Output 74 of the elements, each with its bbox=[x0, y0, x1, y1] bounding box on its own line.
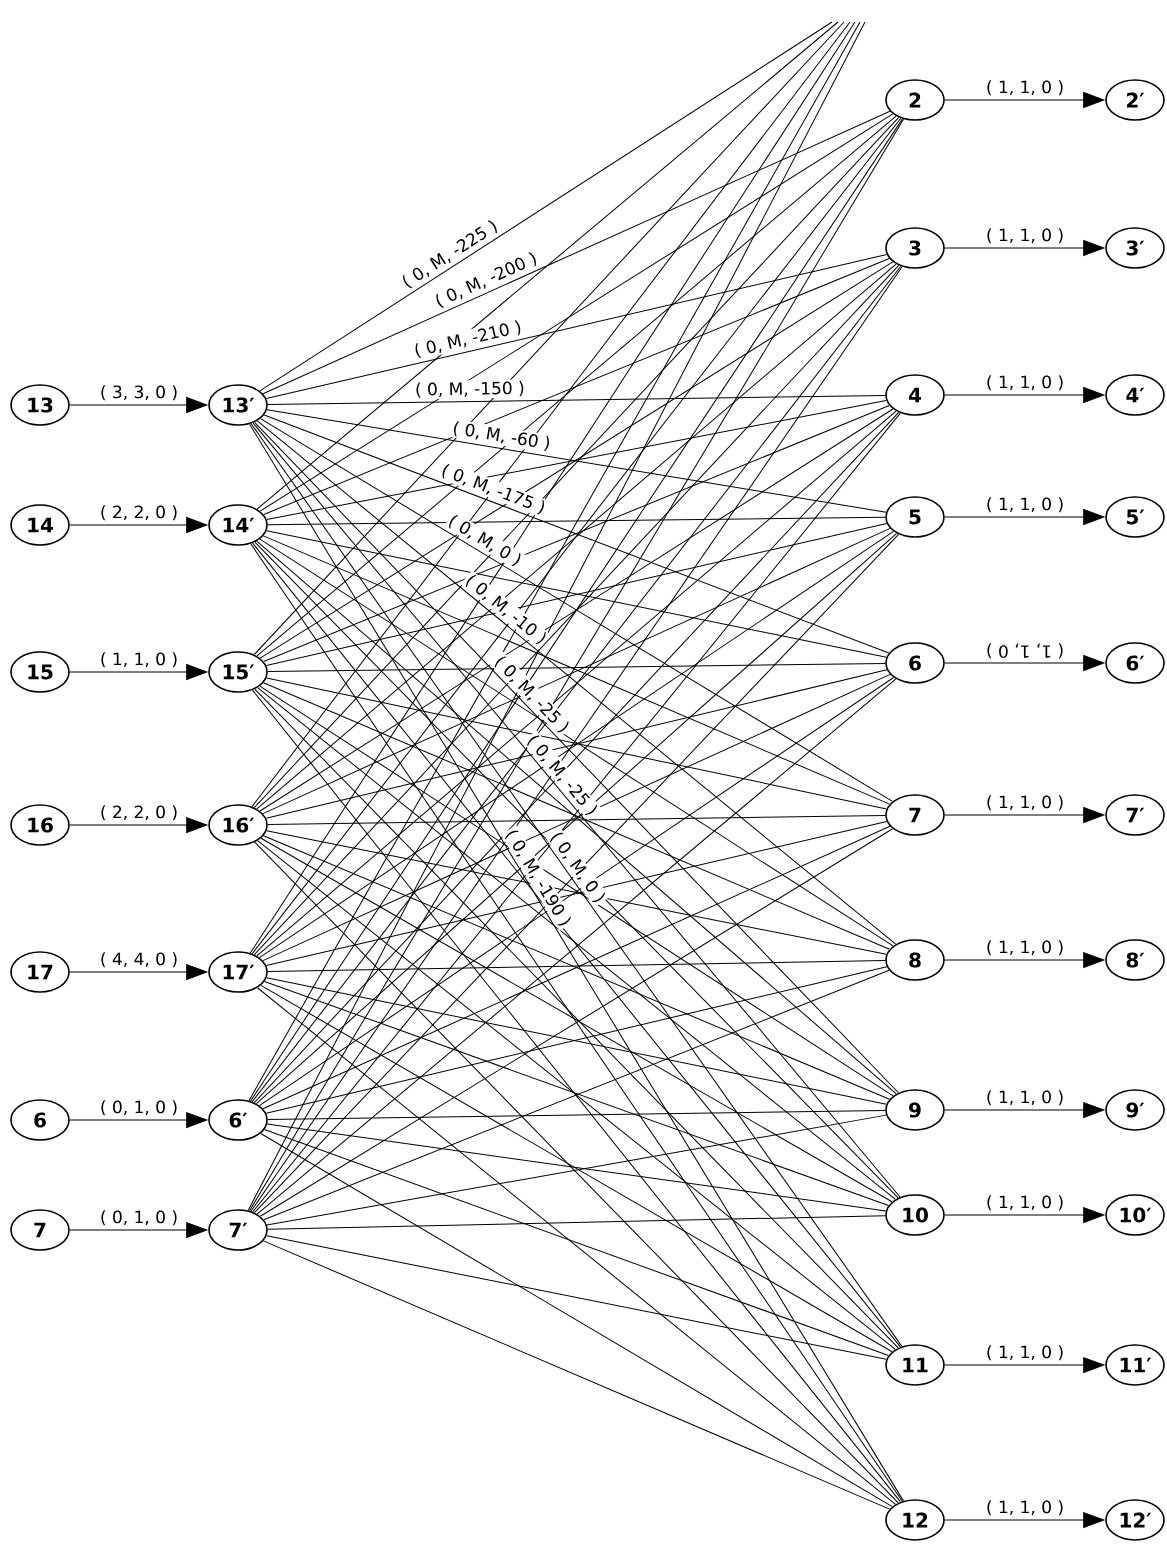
edge-label: ( 0, M, -150 ) bbox=[413, 379, 527, 400]
arrow bbox=[944, 952, 1105, 968]
connector-line bbox=[254, 688, 899, 1349]
connector-line bbox=[256, 115, 897, 657]
edge-label: ( 1, 1, 0 ) bbox=[984, 373, 1066, 392]
connector-line bbox=[256, 987, 897, 1505]
arrow bbox=[944, 1512, 1105, 1528]
arrow bbox=[944, 509, 1105, 525]
arrow bbox=[944, 1102, 1105, 1118]
connector-line bbox=[267, 662, 886, 673]
edge-label: ( 0, M, -10 ) bbox=[460, 570, 552, 649]
edge-label: ( 0, M, -60 ) bbox=[449, 418, 554, 454]
edge-label: ( 1, 1, 0 ) bbox=[984, 1088, 1066, 1107]
arrow bbox=[944, 1207, 1105, 1223]
connector-line bbox=[256, 263, 897, 810]
edge-label: ( 0, M, 0 ) bbox=[443, 510, 526, 571]
edge-label: ( 3, 3, 0 ) bbox=[98, 383, 180, 402]
connector-line bbox=[253, 21, 845, 656]
connector-line bbox=[252, 689, 901, 1503]
connector-line bbox=[267, 394, 886, 406]
arrow bbox=[69, 397, 208, 413]
connector-line bbox=[266, 1235, 887, 1360]
connector-line bbox=[267, 1109, 886, 1121]
connector-line bbox=[260, 984, 893, 1353]
arrow bbox=[69, 1112, 208, 1128]
edge-label: ( 1, 1, 0 ) bbox=[984, 641, 1066, 660]
connector-line bbox=[266, 1123, 887, 1212]
connector-line bbox=[251, 117, 902, 955]
arrow bbox=[944, 1357, 1105, 1373]
connector-line bbox=[254, 841, 899, 1504]
arrow bbox=[944, 92, 1105, 108]
arrow bbox=[944, 387, 1105, 403]
connector-line bbox=[253, 116, 900, 809]
connector-line bbox=[260, 1132, 893, 1508]
connector-line bbox=[256, 21, 839, 510]
connector-line bbox=[251, 21, 851, 808]
connector-line bbox=[265, 254, 888, 399]
connector-line bbox=[266, 1114, 887, 1226]
edge-label: ( 1, 1, 0 ) bbox=[984, 78, 1066, 97]
arrow bbox=[944, 655, 1105, 671]
edge-label: ( 4, 4, 0 ) bbox=[98, 950, 180, 969]
edge-label: ( 1, 1, 0 ) bbox=[98, 650, 180, 669]
edge-label: ( 0, 1, 0 ) bbox=[98, 1098, 180, 1117]
arrow bbox=[944, 240, 1105, 256]
edge-label: ( 1, 1, 0 ) bbox=[984, 1343, 1066, 1362]
connector-line bbox=[262, 1240, 891, 1510]
edge-label: ( 0, 1, 0 ) bbox=[98, 1208, 180, 1227]
edge-label: ( 2, 2, 0 ) bbox=[98, 803, 180, 822]
arrow bbox=[69, 964, 208, 980]
connector-line bbox=[263, 258, 890, 515]
edge-label: ( 1, 1, 0 ) bbox=[984, 1193, 1066, 1212]
connector-line bbox=[267, 960, 886, 972]
edge-label: ( 1, 1, 0 ) bbox=[984, 938, 1066, 957]
connector-line bbox=[259, 261, 894, 659]
connector-line bbox=[263, 1129, 890, 1356]
edge-label: ( 1, 1, 0 ) bbox=[984, 226, 1066, 245]
connector-line bbox=[259, 113, 894, 512]
arrow bbox=[69, 1222, 208, 1238]
edge-label: ( 1, 1, 0 ) bbox=[984, 793, 1066, 812]
connector-line bbox=[267, 516, 886, 526]
arrow bbox=[69, 817, 208, 833]
edge-label: ( 2, 2, 0 ) bbox=[98, 503, 180, 522]
arrow bbox=[69, 517, 208, 533]
arrow bbox=[69, 664, 208, 680]
connector-line bbox=[267, 814, 886, 826]
connector-line bbox=[259, 21, 833, 392]
connector-line bbox=[253, 264, 900, 956]
edge-label: ( 1, 1, 0 ) bbox=[984, 1498, 1066, 1517]
arrow bbox=[944, 807, 1105, 823]
connector-line bbox=[262, 110, 891, 395]
connector-line bbox=[267, 1215, 886, 1230]
edge-label: ( 1, 1, 0 ) bbox=[984, 495, 1066, 514]
edge-label: ( 0, M, -210 ) bbox=[410, 317, 525, 361]
connector-line bbox=[257, 840, 896, 1350]
